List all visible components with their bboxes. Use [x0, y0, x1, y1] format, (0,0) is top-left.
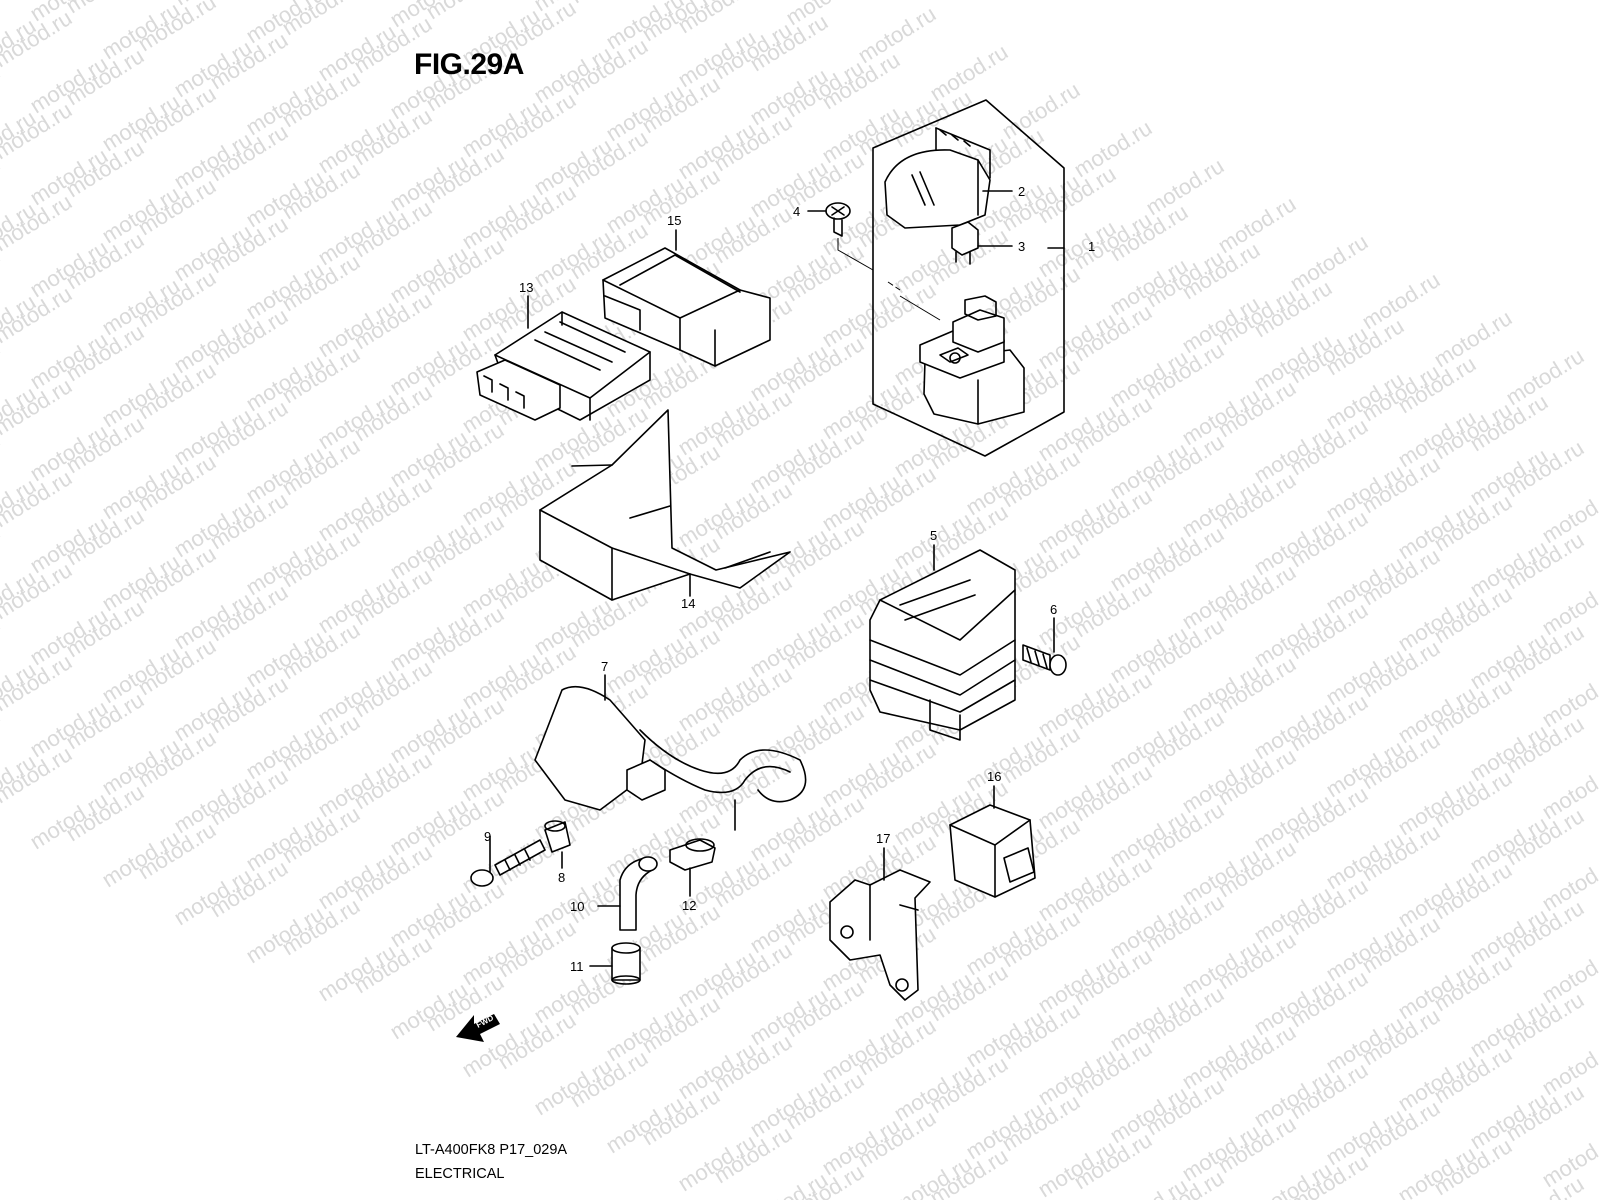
part-2-relay-cover [884, 127, 1013, 229]
callout-12: 12 [682, 898, 696, 913]
part-8-collar [544, 820, 571, 869]
part-16-connector [949, 785, 1036, 898]
callout-2: 2 [1018, 184, 1025, 199]
part-12-plug-connector [669, 838, 716, 897]
callout-6: 6 [1050, 602, 1057, 617]
callout-14: 14 [681, 596, 695, 611]
callout-4: 4 [793, 204, 800, 219]
callout-13: 13 [519, 280, 533, 295]
fwd-arrow-icon: FWD [456, 1013, 500, 1042]
callout-5: 5 [930, 528, 937, 543]
part-5-regulator [869, 544, 1016, 741]
part-11-cap [589, 942, 641, 985]
part-3-fuse [951, 221, 1013, 265]
callout-16: 16 [987, 769, 1001, 784]
part-4-screw [807, 202, 941, 321]
callout-17: 17 [876, 831, 890, 846]
part-13-ecu [476, 295, 651, 421]
figure-title: FIG.29A [414, 48, 524, 81]
relay-body [919, 295, 1025, 425]
callout-9: 9 [484, 829, 491, 844]
part-15-ecu-holder [602, 229, 771, 367]
callout-1: 1 [1088, 239, 1095, 254]
callout-3: 3 [1018, 239, 1025, 254]
callout-11: 11 [570, 959, 584, 974]
callout-8: 8 [558, 870, 565, 885]
part-17-bracket [829, 847, 931, 1001]
part-1-assembly-box [872, 99, 1065, 457]
part-10-plug-cap [597, 856, 658, 931]
part-6-bolt [1022, 617, 1067, 676]
part-14-bracket-plate [539, 409, 791, 601]
section-name: ELECTRICAL [415, 1166, 505, 1182]
part-9-bolt [470, 835, 546, 887]
part-7-ignition-coil [534, 674, 807, 831]
callout-15: 15 [667, 213, 681, 228]
model-code: LT-A400FK8 P17_029A [415, 1142, 568, 1158]
callout-7: 7 [601, 659, 608, 674]
callout-10: 10 [570, 899, 584, 914]
